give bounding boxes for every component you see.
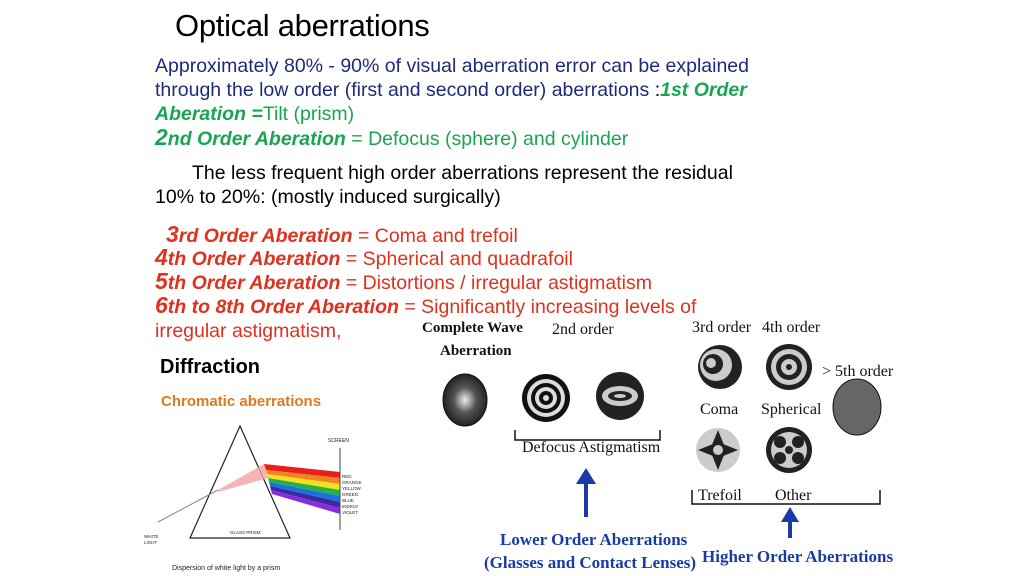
lower-order-caption-2: (Glasses and Contact Lenses) [484,553,696,572]
fourth-order-num: 4 [155,244,168,270]
color-green: GREEN [342,492,358,497]
first-order-label-2: Aberation = [155,103,263,125]
aberration-figure: Complete Wave Aberration 2nd order 3rd o… [420,312,910,576]
chromatic-heading: Chromatic aberrations [161,393,322,410]
intro-line-2-text: through the low order (first and second … [155,79,655,101]
lower-bracket [514,430,661,441]
second-order-line: 2nd Order Aberation = Defocus (sphere) a… [155,125,628,151]
first-order-value: Tilt (prism) [262,103,355,125]
screen-label: SCREEN [328,438,349,444]
coma-map [698,345,742,389]
fifth-order-line: 5th Order Aberation = Distortions / irre… [155,269,652,295]
defocus-astig-label: Defocus Astigmatism [522,439,661,456]
other-map [766,427,812,473]
defocus-map [522,374,570,422]
higher-bracket [691,490,881,505]
second-order-heading: 2nd order [552,321,614,338]
third-order-value: = Coma and trefoil [352,225,518,247]
color-indigo: INDIGO [342,504,359,509]
second-order-eq: = [345,128,369,150]
complete-wave-label-1: Complete Wave [422,320,523,336]
intro-line-1: Approximately 80% - 90% of visual aberra… [155,55,749,77]
fifth-order-label: th Order Aberation [167,272,341,294]
white-light-label-2: LIGHT [144,540,158,545]
band-indigo [270,486,340,508]
complete-wave-label-2: Aberration [440,343,512,359]
higher-order-caption: Higher Order Aberrations [702,547,893,566]
prism-caption: Dispersion of white light by a prism [172,565,280,572]
fourth-order-heading: 4th order [762,319,821,336]
color-yellow: YELLOW [342,486,362,491]
third-order-line: 3rd Order Aberation = Coma and trefoil [166,222,518,248]
spherical-map [766,344,812,390]
third-order-heading: 3rd order [692,319,752,336]
sixth-order-value: = Significantly increasing levels of [398,296,697,318]
intro-colon: : [654,79,661,101]
diffraction-heading: Diffraction [160,356,260,378]
astigmatism-map [596,372,644,420]
color-orange: ORANGE [342,480,362,485]
first-order-line: Aberation =Tilt (prism) [155,102,354,126]
sixth-order-line: 6th to 8th Order Aberation = Significant… [155,293,696,319]
prism-figure: SCREEN RED ORANGE YELLOW GREEN BLUE INDI… [140,420,380,576]
lower-order-caption-1: Lower Order Aberrations [500,530,688,549]
trefoil-map [696,428,740,472]
complete-wave-map [442,373,488,427]
sixth-order-label: th to 8th Order Aberation [167,296,399,318]
prism-diagram: SCREEN RED ORANGE YELLOW GREEN BLUE INDI… [144,424,362,572]
lower-arrow-head [576,468,596,484]
high-order-line-1: The less frequent high order aberrations… [192,162,733,184]
fourth-order-label: th Order Aberation [167,248,341,270]
fifth-order-num: 5 [155,268,168,294]
coma-label: Coma [700,401,738,418]
color-red: RED [342,474,352,479]
fifth-order-value: = Distortions / irregular astigmatism [340,272,652,294]
band-orange [266,470,340,484]
aberration-diagram: Complete Wave Aberration 2nd order 3rd o… [422,319,894,572]
second-order-value: Defocus (sphere) and cylinder [368,128,629,150]
fourth-order-value: = Spherical and quadrafoil [340,248,573,270]
first-order-label: 1st Order [660,79,747,101]
band-green [268,478,340,496]
white-light-ray [157,489,219,523]
third-order-label: rd Order Aberation [178,225,353,247]
sixth-order-num: 6 [155,292,168,318]
other-label: Other [775,487,812,504]
fifth-order-map [832,378,882,436]
band-blue [269,482,340,502]
glass-prism-label: GLASS PRISM [230,530,261,535]
inside-beam [218,464,268,492]
trefoil-label: Trefoil [698,487,742,504]
color-blue: BLUE [342,498,354,503]
second-order-num: 2 [155,124,168,150]
higher-arrow-head [781,507,799,522]
fifth-order-heading: > 5th order [822,363,894,380]
second-order-label: nd Order Aberation [167,128,346,150]
band-yellow [267,474,340,490]
prism-triangle [189,424,291,539]
white-light-label-1: WHITE [144,534,159,539]
band-violet [271,490,340,514]
color-violet: VIOLET [342,510,358,515]
slide-title: Optical aberrations [175,8,430,43]
spherical-label: Spherical [761,401,822,418]
high-order-line-2: 10% to 20%: (mostly induced surgically) [155,186,501,208]
sixth-order-line-2: irregular astigmatism, [155,320,342,342]
fourth-order-line: 4th Order Aberation = Spherical and quad… [155,245,573,271]
third-order-num: 3 [166,221,179,247]
band-red [264,464,340,478]
intro-line-2: through the low order (first and second … [155,78,747,102]
